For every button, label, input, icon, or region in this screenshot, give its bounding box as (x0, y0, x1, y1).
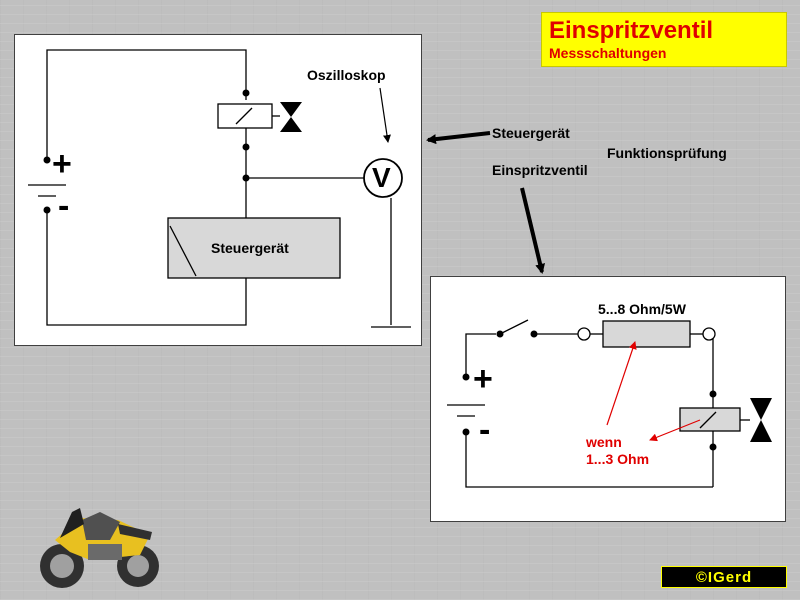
ohm-range-label: 1...3 Ohm (586, 451, 650, 467)
resistor-symbol (602, 320, 691, 348)
bottom-injector-valve-icon (750, 398, 772, 442)
minus-top-label: - (58, 187, 70, 225)
voltmeter-icon (363, 158, 403, 198)
bottom-circuit-wires (465, 333, 714, 488)
oszilloskop-label: Oszilloskop (307, 67, 386, 83)
arrow-einspritzventil-label: Einspritzventil (492, 162, 588, 178)
voltmeter-label: V (372, 162, 391, 193)
arrow-to-top-panel (426, 131, 491, 145)
arrow-to-bottom-panel (520, 187, 546, 274)
top-junction-dots (43, 89, 250, 214)
steuergeraet-box-label: Steuergerät (211, 240, 289, 256)
resistor-label: 5...8 Ohm/5W (598, 301, 686, 317)
arrow-steuergeraet-label: Steuergerät (492, 125, 570, 141)
plus-bottom-label: + (473, 360, 493, 398)
oscilloscope-circuit-panel (14, 34, 422, 346)
copyright-badge: ©IGerd (661, 566, 787, 588)
title-sub: Messschaltungen (549, 45, 667, 61)
minus-bottom-label: - (479, 411, 491, 449)
red-arrow-resistor (606, 341, 637, 426)
title-main: Einspritzventil (549, 17, 714, 44)
wenn-label: wenn (586, 434, 622, 450)
bottom-battery-symbol (447, 404, 485, 417)
top-circuit-wires (46, 49, 411, 328)
top-battery-symbol (28, 184, 66, 197)
top-injector-valve-icon (280, 102, 302, 132)
function-test-circuit-panel (430, 276, 786, 522)
motorcycle-logo (40, 508, 159, 588)
bottom-junction-dots (462, 330, 717, 451)
steuergeraet-box (167, 217, 341, 279)
terminal-circles (577, 327, 716, 341)
red-arrow-injector (649, 419, 701, 442)
plus-top-label: + (52, 145, 72, 183)
oszilloskop-arrow (379, 87, 391, 143)
top-injector-coil (217, 103, 280, 129)
title-box: Einspritzventil Messschaltungen (541, 12, 787, 67)
switch-icon (499, 319, 529, 335)
funktionspruefung-label: Funktionsprüfung (607, 145, 727, 161)
bottom-injector-coil (679, 407, 750, 432)
